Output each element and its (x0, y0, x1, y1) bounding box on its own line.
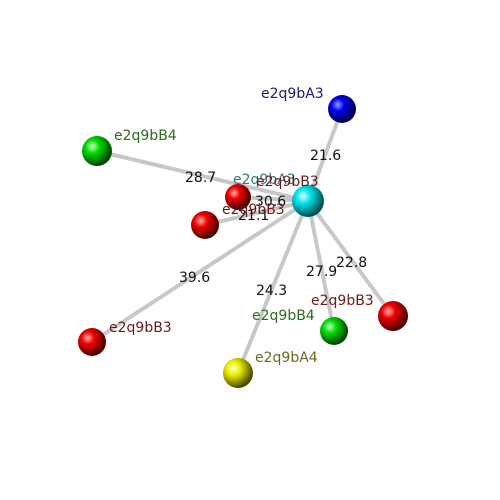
atom-green-left (82, 136, 112, 166)
label-atom-red-right: e2q9bB3 (311, 293, 374, 309)
bond-a-green-right (306, 199, 336, 333)
distance-labels: 21.6 28.7 30.6 21.1 39.6 24.3 27.9 22.8 (179, 148, 367, 299)
bond-a-blue (306, 107, 344, 203)
label-atom-green-left: e2q9bB4 (114, 128, 177, 144)
bond-a-red-right (306, 199, 395, 318)
label-center: e2q9bA3 (233, 172, 296, 188)
distance-a-red-right: 22.8 (336, 255, 367, 271)
label-atom-red-left: e2q9bB3 (109, 320, 172, 336)
bond-a-red-small-lower (203, 199, 310, 227)
atom-blue (328, 95, 356, 123)
distance-a-red-left: 39.6 (179, 270, 210, 286)
label-atom-yellow: e2q9bA4 (255, 350, 318, 366)
atom-red-small-upper (225, 184, 251, 210)
atom-labels: e2q9bA3 e2q9bB4 e2q9bA3 e2q9bB3 e2q9bB3 … (109, 86, 374, 366)
label-atom-red-small-lower: e2q9bB3 (222, 202, 285, 218)
atom-center (292, 185, 324, 217)
distance-a-yellow: 24.3 (256, 283, 287, 299)
bond-a-red-left (90, 199, 310, 344)
label-atom-blue: e2q9bA3 (261, 86, 324, 102)
distance-a-green-left: 28.7 (185, 170, 216, 186)
distance-a-blue: 21.6 (310, 148, 341, 164)
atom-red-left (78, 328, 106, 356)
bond-a-yellow (236, 199, 310, 374)
distance-a-red-small-upper: 30.6 (255, 194, 286, 210)
atom-yellow (223, 358, 253, 388)
label-atom-green-right: e2q9bB4 (252, 308, 315, 324)
label-center-second: e2q9bB3 (256, 174, 319, 190)
atom-red-small-lower (191, 211, 219, 239)
atom-red-right (378, 301, 408, 331)
distance-a-green-right: 27.9 (306, 264, 337, 280)
atom-green-right (320, 317, 348, 345)
atoms (78, 95, 408, 388)
bond-a-green-left (95, 149, 310, 203)
distance-a-red-small-lower: 21.1 (238, 208, 269, 224)
